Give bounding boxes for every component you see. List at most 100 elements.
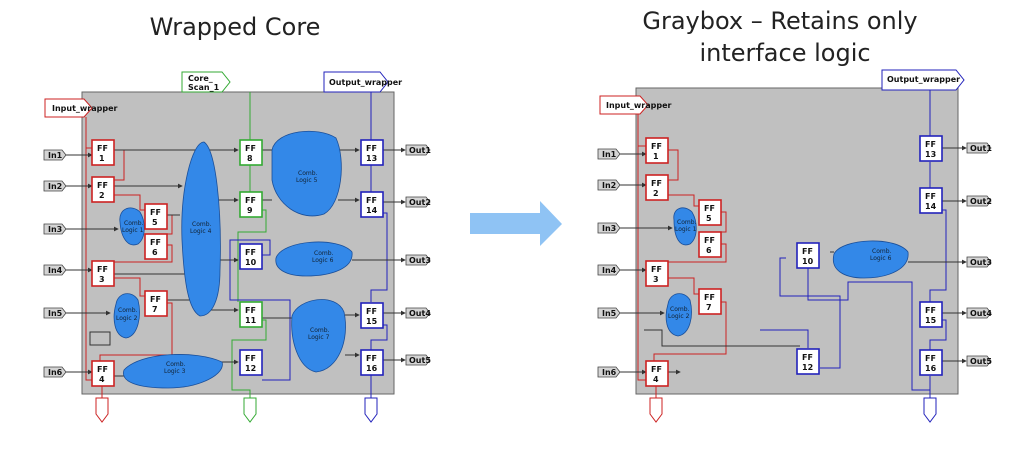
svg-text:FF: FF: [366, 144, 377, 153]
svg-text:FF: FF: [925, 354, 936, 363]
right-comb-logic-6: [832, 240, 909, 279]
right-in2-label: In2: [602, 181, 616, 190]
left-logic-7-l2: Logic 7: [308, 334, 330, 341]
left-logic-7-l1: Comb.: [310, 327, 330, 334]
left-comb-logic-3: [123, 354, 223, 389]
left-ff-1: FF1: [91, 139, 115, 166]
svg-text:7: 7: [152, 305, 158, 314]
left-output-ports: Out1 Out2 Out3 Out4 Out5: [405, 144, 431, 366]
right-scan-out-red: [649, 397, 663, 423]
right-in4-label: In4: [602, 266, 617, 275]
left-ff-6: FF6: [144, 233, 168, 260]
svg-text:10: 10: [802, 257, 814, 266]
right-logic-6-l2: Logic 6: [870, 255, 892, 262]
left-logic-6-l2: Logic 6: [312, 257, 334, 264]
right-output-ports: Out1 Out2 Out3 Out4 Out5: [966, 142, 992, 367]
right-comb-logic-2: [665, 293, 692, 337]
left-out2-label: Out2: [409, 198, 431, 207]
right-output-wrapper-label: Output_wrapper: [887, 75, 960, 84]
right-logic-1-l1: Comb.: [677, 219, 697, 226]
left-ff-7: FF7: [144, 290, 168, 317]
right-scan-out-blue: [923, 397, 937, 423]
svg-text:10: 10: [245, 258, 257, 267]
right-ff-6: FF6: [698, 231, 722, 258]
svg-text:15: 15: [925, 316, 937, 325]
svg-text:FF: FF: [97, 265, 108, 274]
left-scan-out-green: [243, 397, 257, 423]
left-comb-logic-5: [271, 130, 342, 217]
left-out3-label: Out3: [409, 256, 431, 265]
svg-text:FF: FF: [802, 353, 813, 362]
right-logic-6-l1: Comb.: [872, 248, 892, 255]
svg-text:FF: FF: [97, 181, 108, 190]
svg-text:6: 6: [706, 246, 712, 255]
svg-text:FF: FF: [651, 265, 662, 274]
right-input-ports: In1 In2 In3 In4 In5 In6: [597, 148, 621, 378]
left-core-scan-label-1: Core_: [188, 74, 213, 83]
right-out2-label: Out2: [970, 197, 992, 206]
left-panel: Input_wrapper Core_ Scan_1 Output_wrappe…: [43, 71, 431, 423]
svg-text:12: 12: [802, 363, 813, 372]
right-ff-5: FF5: [698, 199, 722, 226]
svg-text:FF: FF: [245, 354, 256, 363]
svg-text:5: 5: [706, 214, 712, 223]
right-out4-label: Out4: [970, 309, 992, 318]
left-out4-label: Out4: [409, 309, 431, 318]
svg-text:FF: FF: [245, 306, 256, 315]
right-ff-3: FF3: [645, 260, 669, 287]
left-in4-label: In4: [48, 266, 63, 275]
left-core-scan-label-2: Scan_1: [188, 83, 220, 92]
left-out1-label: Out1: [409, 146, 431, 155]
svg-text:2: 2: [653, 189, 659, 198]
left-output-wrapper: Output_wrapper: [323, 71, 402, 93]
left-core-scan: Core_ Scan_1: [181, 71, 231, 93]
left-in3-label: In3: [48, 225, 62, 234]
svg-text:2: 2: [99, 191, 105, 200]
left-output-wrapper-label: Output_wrapper: [329, 78, 402, 87]
svg-text:FF: FF: [150, 238, 161, 247]
svg-text:FF: FF: [651, 365, 662, 374]
svg-text:FF: FF: [925, 140, 936, 149]
right-input-wrapper: Input_wrapper: [599, 95, 672, 115]
svg-text:14: 14: [925, 202, 937, 211]
left-ff-8: FF8: [239, 139, 263, 166]
left-in5-label: In5: [48, 309, 63, 318]
svg-text:FF: FF: [245, 248, 256, 257]
right-input-wrapper-label: Input_wrapper: [606, 101, 672, 110]
svg-text:7: 7: [706, 303, 712, 312]
left-in6-label: In6: [48, 368, 63, 377]
left-logic-3-l2: Logic 3: [164, 368, 186, 375]
svg-text:FF: FF: [97, 144, 108, 153]
svg-text:FF: FF: [651, 179, 662, 188]
svg-text:6: 6: [152, 248, 158, 257]
svg-text:16: 16: [925, 364, 937, 373]
left-comb-logic-4: [181, 141, 221, 317]
svg-text:FF: FF: [366, 307, 377, 316]
right-ff-7: FF7: [698, 288, 722, 315]
transform-arrow: [470, 201, 562, 246]
svg-text:1: 1: [99, 154, 105, 163]
left-logic-1-l1: Comb.: [124, 220, 144, 227]
svg-text:3: 3: [99, 275, 105, 284]
svg-text:FF: FF: [651, 142, 662, 151]
right-in3-label: In3: [602, 224, 616, 233]
right-logic-1-l2: Logic 1: [675, 226, 697, 233]
svg-text:16: 16: [366, 364, 378, 373]
left-comb-logic-7: [291, 299, 346, 373]
left-ff-9: FF9: [239, 191, 263, 218]
left-logic-3-l1: Comb.: [166, 361, 186, 368]
right-logic-2-l2: Logic 2: [668, 313, 690, 320]
left-ff-3: FF3: [91, 260, 115, 287]
left-scan-out-red: [95, 397, 109, 423]
svg-text:14: 14: [366, 206, 378, 215]
